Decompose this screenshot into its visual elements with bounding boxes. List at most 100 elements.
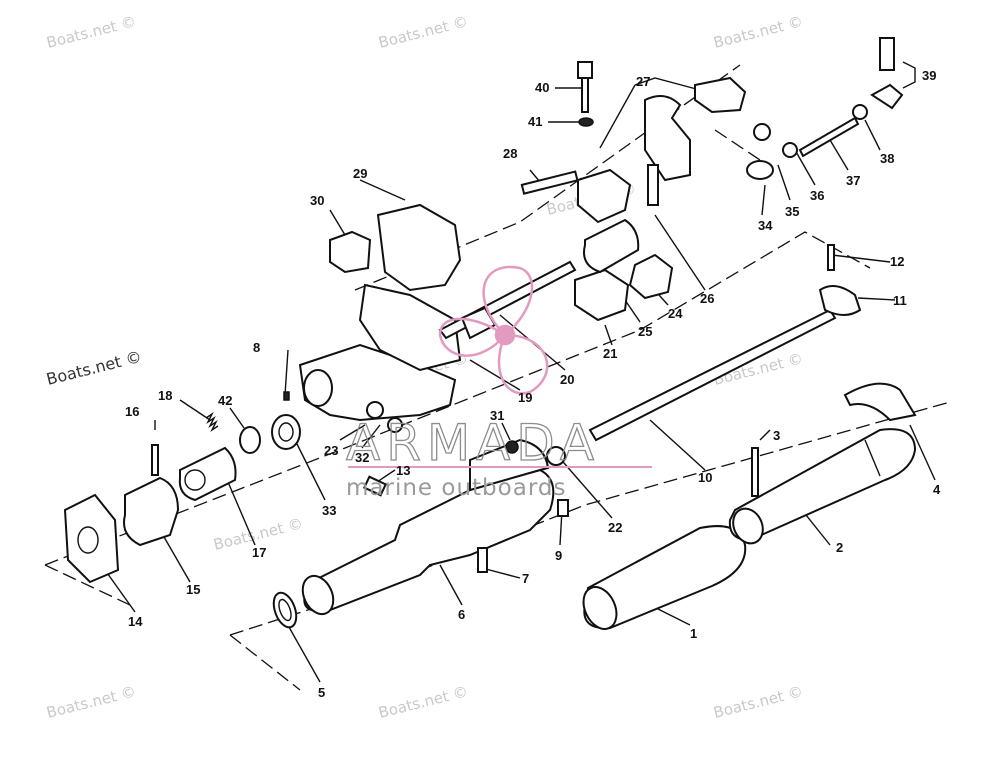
part-42-ring (239, 426, 261, 454)
callout-20: 20 (560, 372, 574, 387)
callout-6: 6 (458, 607, 465, 622)
callout-35: 35 (785, 204, 799, 219)
callout-30: 30 (310, 193, 324, 208)
callout-33: 33 (322, 503, 336, 518)
callout-17: 17 (252, 545, 266, 560)
part-41-washer (578, 117, 594, 127)
propeller-hub (494, 324, 516, 346)
callout-18: 18 (158, 388, 172, 403)
callout-38: 38 (880, 151, 894, 166)
callout-26: 26 (700, 291, 714, 306)
part-12-pin (827, 244, 835, 271)
part-36-nut (782, 142, 798, 158)
watermark: Boats.net © (45, 12, 138, 52)
callout-39: 39 (922, 68, 936, 83)
callout-28: 28 (503, 146, 517, 161)
watermark: Boats.net © (44, 347, 143, 389)
callout-2: 2 (836, 540, 843, 555)
part-40-bolt (577, 61, 593, 79)
brand-name: ARMADA (346, 414, 600, 472)
part-27-link (694, 76, 747, 114)
watermark: Boats.net © (712, 682, 805, 722)
part-39-fitting (879, 37, 895, 71)
part-21-clamp (577, 168, 632, 224)
part-38-nut (852, 104, 868, 120)
leader-lines (104, 61, 936, 683)
part-10-shaft (588, 308, 837, 442)
propeller-blade (482, 265, 534, 337)
callout-8: 8 (253, 340, 260, 355)
part-37-rod (798, 116, 860, 158)
brand-watermark: ARMADA marine outboards (345, 265, 652, 501)
callout-40: 40 (535, 80, 549, 95)
watermark: Boats.net © (712, 12, 805, 52)
callout-4: 4 (933, 482, 941, 497)
part-7-screw (477, 547, 488, 573)
watermark: Boats.net © (45, 682, 138, 722)
part-34-base (746, 160, 774, 180)
part-13-bolt (362, 475, 388, 497)
callout-15: 15 (186, 582, 200, 597)
callout-5: 5 (318, 685, 325, 700)
propeller-logo (438, 265, 549, 395)
callout-29: 29 (353, 166, 367, 181)
callout-24: 24 (668, 306, 683, 321)
callout-42: 42 (218, 393, 232, 408)
part-32-screw (387, 417, 403, 433)
callout-21: 21 (603, 346, 617, 361)
callout-11: 11 (893, 293, 907, 308)
propeller-blade (438, 317, 507, 357)
callout-41: 41 (528, 114, 542, 129)
callout-1: 1 (690, 626, 697, 641)
part-2-tube (728, 428, 917, 542)
part-4-cover (843, 382, 917, 422)
watermark: Boats.net © (377, 682, 470, 722)
part-24-gear (628, 253, 674, 300)
callout-25: 25 (638, 324, 652, 339)
part-9-screw (557, 499, 569, 517)
watermark: Boats.net © (377, 12, 470, 52)
part-26-lever (644, 95, 691, 182)
part-22-nut (546, 446, 566, 466)
part-15-coupling (123, 476, 180, 547)
brand-tagline: marine outboards (346, 475, 566, 501)
callout-32: 32 (355, 450, 369, 465)
callout-7: 7 (522, 571, 529, 586)
part-5-washer (272, 591, 298, 629)
callout-9: 9 (555, 548, 562, 563)
part-11-collar (818, 285, 862, 316)
callout-3: 3 (773, 428, 780, 443)
part-18-spring (205, 411, 219, 433)
callout-10: 10 (698, 470, 712, 485)
callout-37: 37 (846, 173, 860, 188)
callout-16: 16 (125, 404, 139, 419)
callout-34: 34 (758, 218, 773, 233)
part-29-clamp (376, 203, 462, 292)
parts-layer (63, 37, 917, 630)
part-33-washer (271, 414, 301, 450)
assembly-centerlines (44, 64, 951, 691)
part-3-pin (751, 447, 759, 497)
callout-23: 23 (324, 443, 338, 458)
part-16-pin (151, 444, 159, 476)
callout-22: 22 (608, 520, 622, 535)
callout-13: 13 (396, 463, 410, 478)
propeller-blade (497, 333, 549, 395)
callout-19: 19 (518, 390, 532, 405)
part-25-bearing (583, 218, 640, 274)
part-1-grip (583, 525, 747, 630)
callout-12: 12 (890, 254, 904, 269)
part-31-screw (505, 440, 519, 454)
callout-14: 14 (128, 614, 143, 629)
callout-labels: 1 2 3 4 5 6 7 8 9 10 11 12 13 14 15 16 1… (125, 68, 941, 700)
part-14-bracket (63, 493, 120, 584)
callout-31: 31 (490, 408, 504, 423)
part-8-pin (283, 391, 290, 401)
callout-27: 27 (636, 74, 650, 89)
part-17-gear (178, 446, 237, 502)
part-35-knob (753, 123, 771, 141)
part-28-bolt (520, 170, 579, 195)
part-30-cap (329, 230, 372, 274)
callout-36: 36 (810, 188, 824, 203)
